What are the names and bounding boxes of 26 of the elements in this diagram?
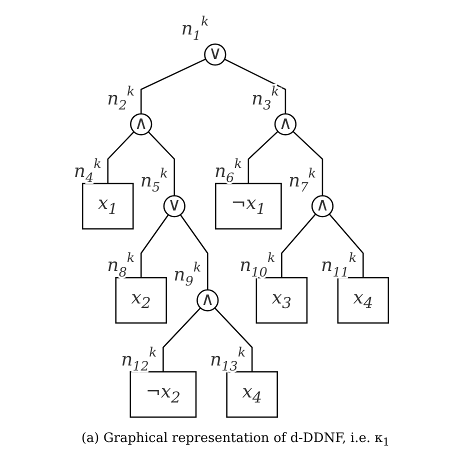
node-box (214, 182, 282, 230)
node-circle (311, 195, 334, 218)
node-box (337, 277, 390, 324)
connector (214, 307, 253, 372)
node-box (226, 371, 278, 418)
connector (224, 58, 286, 114)
connector (281, 214, 316, 278)
node-box (256, 277, 308, 324)
connector (162, 307, 201, 372)
node-circle (163, 195, 186, 218)
node-box (130, 371, 197, 418)
connector (328, 214, 364, 278)
connector (248, 130, 278, 184)
connector (180, 214, 208, 290)
connector (140, 214, 169, 278)
connector (292, 130, 324, 196)
node-circle (130, 113, 152, 136)
node-circle (274, 113, 297, 136)
node-box (82, 182, 134, 230)
caption: (a) Graphical representation of d-DDNF, i.e. κ$_{1}$ (81, 430, 390, 451)
connector (107, 131, 134, 184)
node-circle (204, 44, 226, 66)
node-box (115, 277, 168, 324)
connector (140, 58, 206, 114)
connector (148, 131, 176, 196)
node-circle (196, 289, 219, 312)
